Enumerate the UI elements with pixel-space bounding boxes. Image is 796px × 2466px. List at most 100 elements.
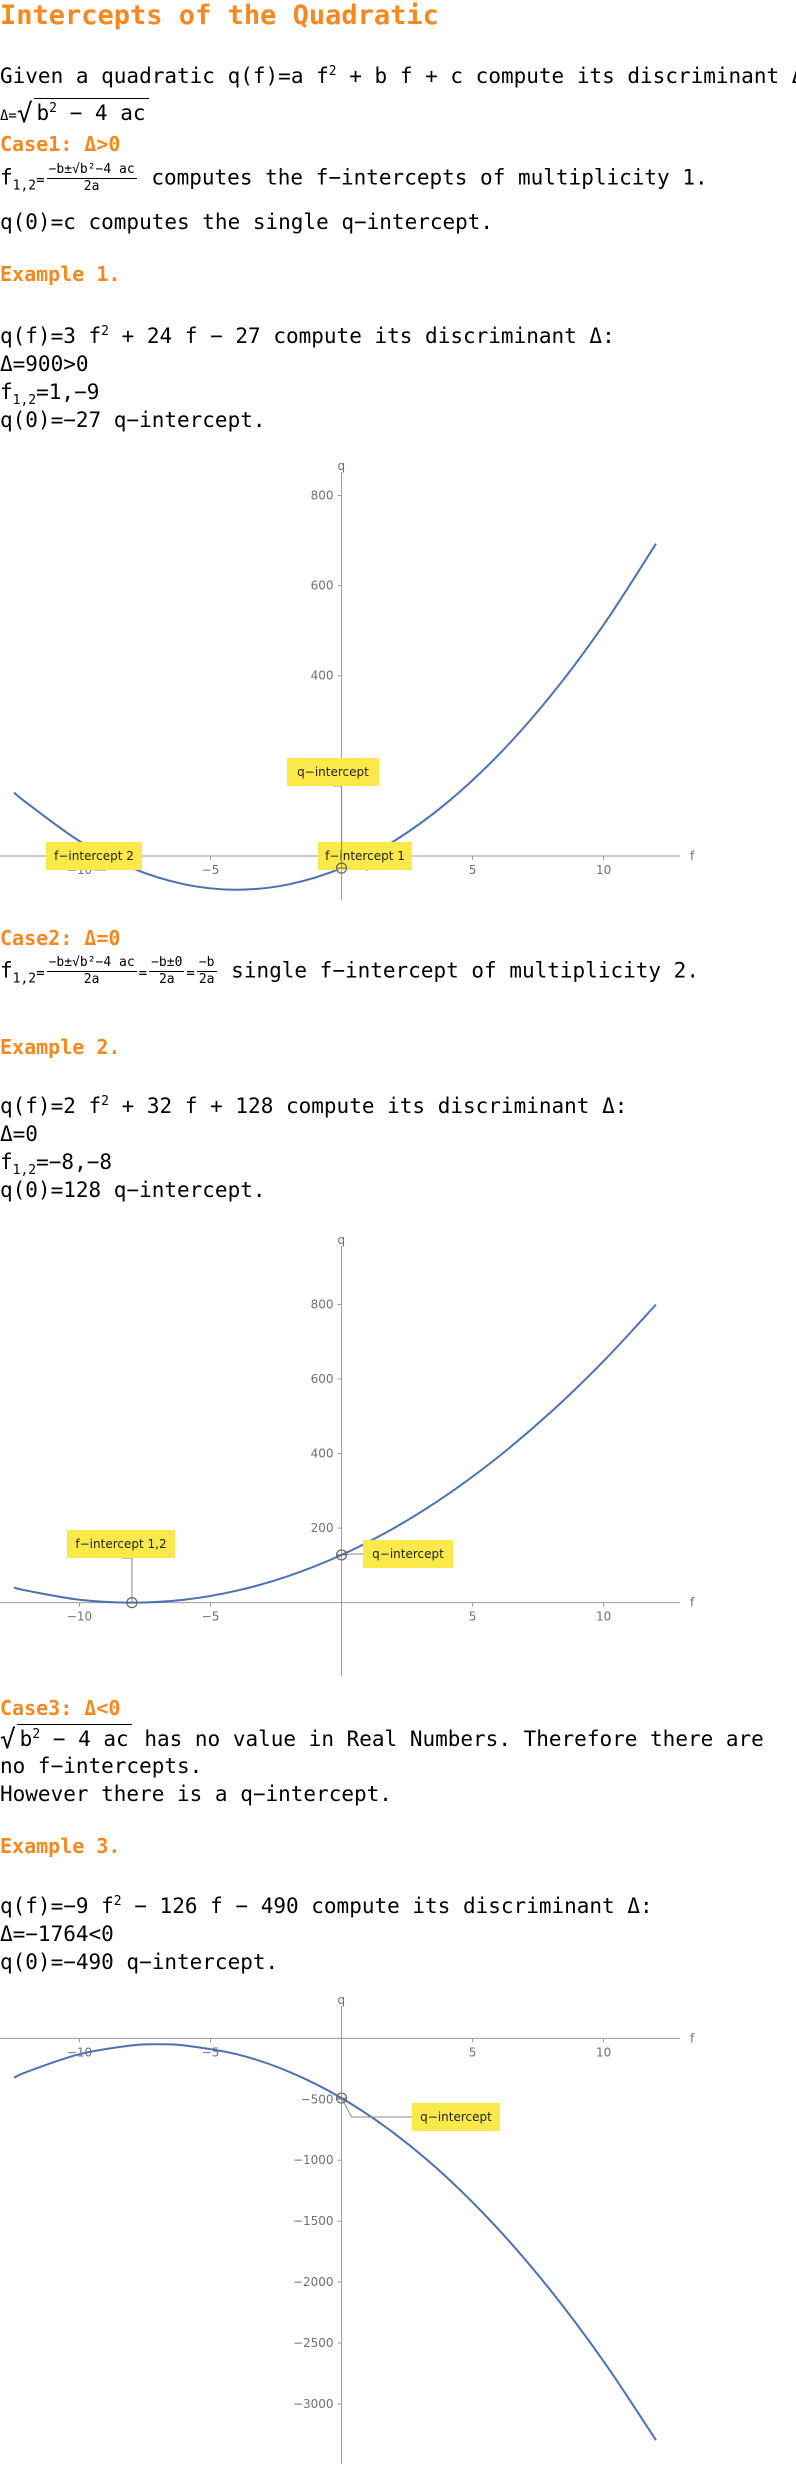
case3-line3: However there is a q−intercept. xyxy=(0,1782,392,1806)
case3-line2: no f−intercepts. xyxy=(0,1754,203,1778)
y-tick-label: 800 xyxy=(311,1297,334,1311)
ex3-eq-a: q(f)=−9 f xyxy=(0,1894,114,1918)
ex1-sub: 1,2 xyxy=(12,393,37,409)
case1-q0: q(0)=c computes the single q−intercept. xyxy=(0,210,494,234)
x-tick-label: 5 xyxy=(469,2045,477,2059)
case2-desc: single f−intercept of multiplicity 2. xyxy=(231,958,699,983)
frac3-den: 2a xyxy=(198,972,215,987)
intro-exp: 2 xyxy=(328,64,337,79)
case1-desc: computes the f−intercepts of multiplicit… xyxy=(151,165,708,190)
ex3-eq-b: − 126 f − 490 compute its discriminant Δ… xyxy=(121,1894,653,1918)
x-tick-label: −10 xyxy=(67,1610,92,1624)
callout-leader xyxy=(121,1557,133,1603)
example3-heading: Example 3. xyxy=(0,1834,121,1858)
case3-line1: √b2 − 4 ac has no value in Real Numbers.… xyxy=(0,1724,764,1754)
series-curve xyxy=(13,1303,657,1604)
callout-label: q−intercept xyxy=(297,765,369,779)
callout-box xyxy=(67,1530,175,1558)
frac2-num: −b±0 xyxy=(149,955,185,972)
frac3-num: −b xyxy=(196,955,217,972)
y-tick-label: 600 xyxy=(311,1372,334,1386)
case1-heading: Case1: Δ>0 xyxy=(0,132,121,156)
intro-rest: + b f + c compute its discriminant Δ: xyxy=(349,64,796,88)
callout-label: q−intercept xyxy=(372,1547,444,1561)
case3-heading: Case3: Δ<0 xyxy=(0,1696,121,1720)
ex1-eq-b: + 24 f − 27 compute its discriminant Δ: xyxy=(108,324,615,348)
y-tick-label: −1000 xyxy=(293,2153,334,2167)
y-tick-label: −500 xyxy=(301,2092,334,2106)
radicand-rest: − 4 ac xyxy=(57,101,146,125)
ex2-eq-a: q(f)=2 f xyxy=(0,1094,102,1118)
callout-leader xyxy=(341,2097,412,2118)
frac1-den: 2a xyxy=(83,972,100,987)
intro-a: a f xyxy=(290,64,329,88)
callout-box xyxy=(363,1540,453,1568)
example3-line2: Δ=−1764<0 xyxy=(0,1922,114,1946)
frac2-den: 2a xyxy=(158,972,175,987)
radicand: b2 − 4 ac xyxy=(16,1724,132,1753)
example1-line4: q(0)=−27 q−intercept. xyxy=(0,408,266,432)
example2-line4: q(0)=128 q−intercept. xyxy=(0,1178,266,1202)
ex3-exp: 2 xyxy=(113,1894,122,1909)
example2-line1: q(f)=2 f2 + 32 f + 128 compute its discr… xyxy=(0,1092,627,1120)
callout-box xyxy=(46,842,142,870)
ex1-exp: 2 xyxy=(101,324,109,339)
case3-text: has no value in Real Numbers. Therefore … xyxy=(144,1727,764,1751)
frac1-num: −b±√b²−4 ac xyxy=(46,955,137,972)
radicand-rest: − 4 ac xyxy=(40,1727,129,1751)
ex2-exp: 2 xyxy=(101,1094,109,1109)
y-tick-label: −1500 xyxy=(293,2214,334,2228)
intro-q: q(f) xyxy=(227,64,279,88)
radicand: b2 − 4 ac xyxy=(33,98,149,127)
intro-given: Given a quadratic xyxy=(0,64,215,88)
y-tick-label: 800 xyxy=(311,489,334,503)
x-axis-label: f xyxy=(690,2031,695,2045)
example1-line3: f1,2=1,−9 xyxy=(0,378,100,409)
radicand-exp: 2 xyxy=(32,1727,41,1742)
x-tick-label: 10 xyxy=(596,1610,611,1624)
example3-line1: q(f)=−9 f2 − 126 f − 490 compute its dis… xyxy=(0,1892,653,1920)
f12-label: f xyxy=(0,958,13,983)
x-tick-label: 5 xyxy=(469,1610,477,1624)
f12-sub: 1,2 xyxy=(12,971,37,987)
ex1-eq-a: q(f)=3 f xyxy=(0,324,102,348)
callout-box xyxy=(318,842,412,870)
radicand-b: b xyxy=(19,1727,33,1751)
callout-box xyxy=(412,2103,500,2131)
example1-heading: Example 1. xyxy=(0,262,121,286)
f12-sub: 1,2 xyxy=(12,178,37,194)
ex2-eq-b: + 32 f + 128 compute its discriminant Δ: xyxy=(108,1094,628,1118)
callout-box xyxy=(287,758,379,786)
x-axis-label: f xyxy=(690,1596,695,1610)
example2-line2: Δ=0 xyxy=(0,1122,38,1146)
x-tick-label: 5 xyxy=(469,863,477,877)
x-tick-label: 10 xyxy=(596,2045,611,2059)
radical-icon: √ xyxy=(16,99,33,129)
x-axis-label: f xyxy=(690,849,695,863)
frac-den: 2a xyxy=(83,179,100,194)
callout-label: f−intercept 2 xyxy=(54,849,134,863)
ex2-f: f xyxy=(0,1150,13,1174)
frac-num: −b±√b²−4 ac xyxy=(46,162,137,179)
case2-heading: Case2: Δ=0 xyxy=(0,926,121,950)
y-tick-label: −2000 xyxy=(293,2275,334,2289)
callout-label: f−intercept 1,2 xyxy=(75,1537,166,1551)
y-tick-label: −2500 xyxy=(293,2336,334,2350)
y-axis-label: q xyxy=(338,1994,346,2007)
y-tick-label: 400 xyxy=(311,669,334,683)
callout-label: q−intercept xyxy=(420,2110,492,2124)
eq-sign: = xyxy=(36,965,45,982)
ex2-sub: 1,2 xyxy=(12,1163,37,1179)
ex1-roots: =1,−9 xyxy=(36,380,100,404)
y-axis-label: q xyxy=(338,1233,346,1247)
intro-eq: = xyxy=(278,64,291,88)
example3-line3: q(0)=−490 q−intercept. xyxy=(0,1950,279,1974)
example2-line3: f1,2=−8,−8 xyxy=(0,1148,112,1179)
ex2-roots: =−8,−8 xyxy=(36,1150,112,1174)
radicand-exp: 2 xyxy=(49,101,57,116)
